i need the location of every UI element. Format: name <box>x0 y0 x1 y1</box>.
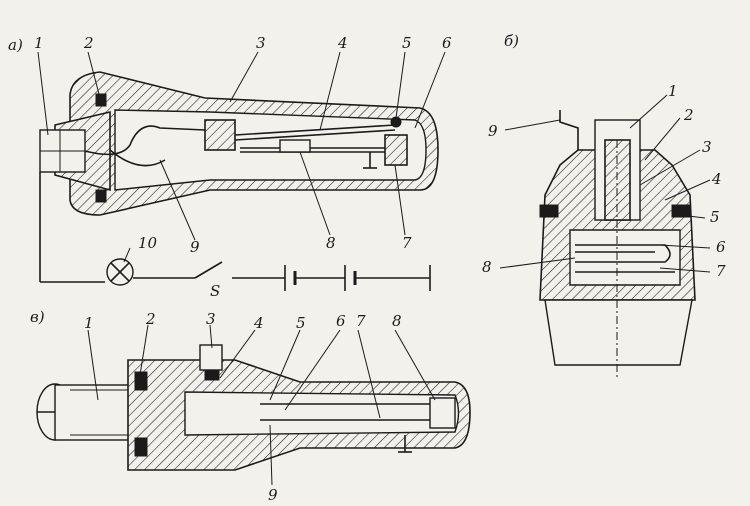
callout-v-7: 7 <box>356 312 366 330</box>
callout-a-3: 3 <box>256 34 266 52</box>
callout-b-6: 6 <box>716 238 726 256</box>
panel-b-label: б) <box>504 32 519 50</box>
panel-a-circuit <box>39 172 431 291</box>
callout-a-8: 8 <box>326 234 336 252</box>
callout-v-5: 5 <box>296 314 306 332</box>
switch-label: S <box>210 282 220 300</box>
callout-a-4: 4 <box>337 34 348 52</box>
callout-v-9: 9 <box>268 486 278 504</box>
panel-v-label: в) <box>30 308 45 326</box>
callout-v-2: 2 <box>145 310 156 328</box>
callout-b-4: 4 <box>711 170 722 188</box>
panel-b-sensor <box>539 110 696 380</box>
callout-b-1: 1 <box>668 82 678 100</box>
callout-b-7: 7 <box>716 262 726 280</box>
callout-v-1: 1 <box>84 314 94 332</box>
callout-v-3: 3 <box>206 310 216 328</box>
callout-v-6: 6 <box>336 312 346 330</box>
callout-v-8: 8 <box>392 312 402 330</box>
switch-s-icon <box>194 261 223 279</box>
panel-a-sensor <box>39 71 439 216</box>
callout-b-5: 5 <box>710 208 720 226</box>
callout-a-2: 2 <box>83 34 94 52</box>
callout-a-1: 1 <box>34 34 44 52</box>
callout-v-4: 4 <box>253 314 264 332</box>
callout-a-10: 10 <box>138 234 158 252</box>
panel-a-label: а) <box>8 36 23 54</box>
callout-a-5: 5 <box>402 34 412 52</box>
panel-v-sensor <box>36 344 471 471</box>
callout-b-9: 9 <box>488 122 498 140</box>
callout-a-9: 9 <box>190 238 200 256</box>
callout-a-7: 7 <box>402 234 412 252</box>
callout-b-3: 3 <box>702 138 712 156</box>
callout-b-2: 2 <box>683 106 694 124</box>
callout-a-6: 6 <box>442 34 452 52</box>
callout-b-8: 8 <box>482 258 492 276</box>
